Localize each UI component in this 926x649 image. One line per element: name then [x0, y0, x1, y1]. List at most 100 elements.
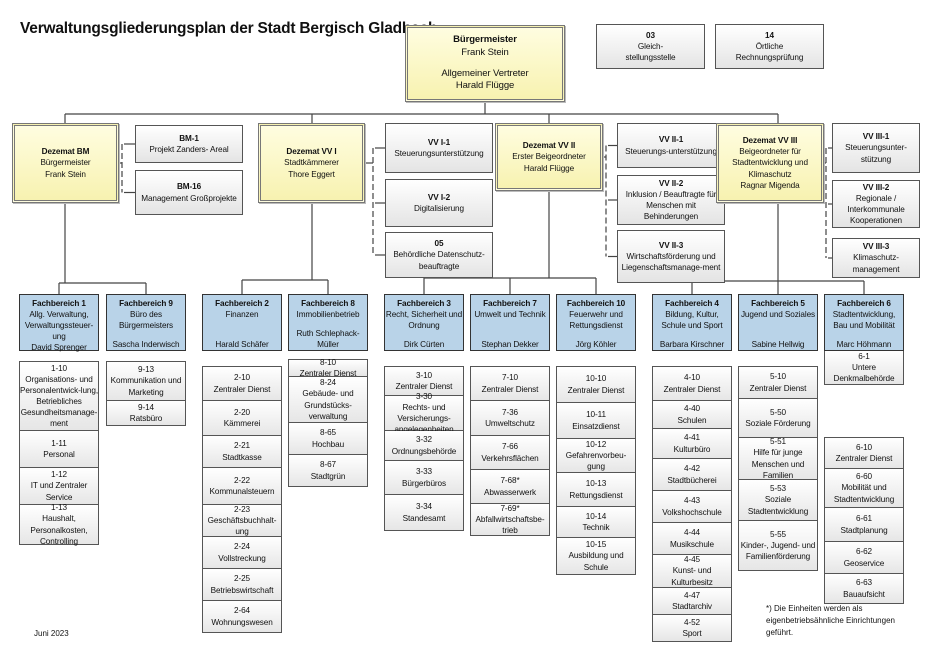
unit-label: IT und Zentraler Service	[30, 481, 88, 502]
fachbereich-title: Fachbereich 1	[32, 299, 86, 308]
fachbereich-head: Ruth Schlephack-Müller	[296, 328, 360, 349]
fachbereich-title: Fachbereich 6	[837, 299, 891, 308]
unit-code: 5-51	[770, 437, 786, 447]
unit-code: 6-60	[856, 472, 872, 482]
fachbereich-desc: Recht, Sicherheit und Ordnung	[385, 310, 463, 331]
unit-label: Rettungsdienst	[569, 490, 623, 500]
fachbereich-title: Fachbereich 4	[665, 299, 719, 308]
unit-code: 8-10	[320, 357, 336, 367]
unit-box[interactable]: 7-68*Abwasserwerk	[470, 470, 550, 504]
staff-box-14[interactable]: 14 Örtliche Rechnungsprüfung	[715, 24, 824, 69]
unit-box[interactable]: 7-69*Abfallwirtschaftsbe-trieb	[470, 504, 550, 536]
date-label: Juni 2023	[34, 629, 69, 638]
unit-code: 2-10	[234, 373, 250, 383]
mayor-box[interactable]: Bürgermeister Frank Stein Allgemeiner Ve…	[405, 25, 565, 102]
staff-code: VV I-2	[427, 192, 451, 202]
unit-label: Ausbildung und Schule	[568, 551, 624, 572]
unit-label: Volkshochschule	[662, 507, 722, 517]
unit-label: Abwasserwerk	[483, 487, 537, 497]
unit-label: Kulturbüro	[673, 444, 711, 454]
staff-box-03[interactable]: 03 Gleich- stellungsstelle	[596, 24, 705, 69]
unit-label: Vollstreckung	[218, 553, 266, 563]
